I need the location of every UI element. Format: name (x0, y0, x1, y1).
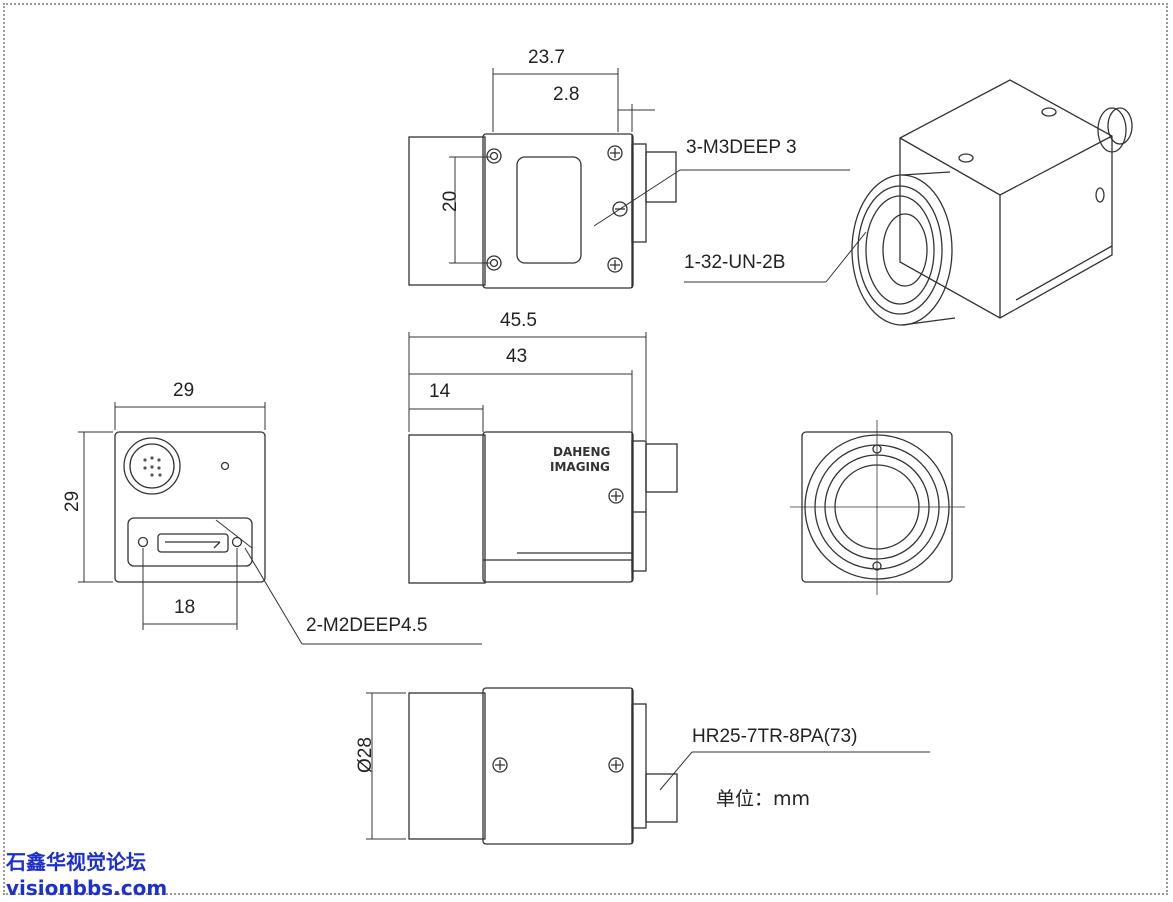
dim-side-body: 43 (506, 346, 527, 367)
callout-usb-holes: 2-M2DEEP4.5 (306, 615, 427, 636)
dim-top-offset: 2.8 (553, 84, 579, 105)
dim-side-overall: 45.5 (500, 310, 537, 331)
unit-note: 单位：mm (716, 788, 810, 810)
watermark-url: visionbbs.com (6, 876, 168, 900)
bottom-dim-lines (366, 692, 930, 840)
dim-bottom-diameter: Ø28 (355, 737, 376, 773)
back-view (114, 431, 266, 583)
watermark-title: 石鑫华视觉论坛 (6, 850, 146, 874)
side-dim-lines (408, 332, 647, 440)
dim-back-width: 29 (173, 380, 194, 401)
side-view (408, 431, 678, 584)
dim-back-height: 29 (62, 491, 83, 512)
logo-line2: IMAGING (550, 460, 610, 474)
dim-back-hole-spacing: 18 (174, 597, 195, 618)
iso-view (851, 79, 1133, 326)
callout-connector: HR25-7TR-8PA(73) (692, 726, 857, 747)
logo-line1: DAHENG (553, 445, 610, 459)
dim-top-width: 23.7 (528, 47, 565, 68)
dim-side-front: 14 (429, 381, 451, 402)
callout-mount-holes: 3-M3DEEP 3 (686, 137, 797, 158)
dim-top-height: 20 (440, 191, 461, 212)
callout-lens-thread: 1-32-UN-2B (684, 252, 785, 273)
back-dim-lines (78, 402, 482, 645)
front-view (790, 420, 965, 595)
page-border (3, 3, 1168, 895)
top-dim-lines (449, 68, 867, 283)
bottom-view (408, 687, 678, 845)
